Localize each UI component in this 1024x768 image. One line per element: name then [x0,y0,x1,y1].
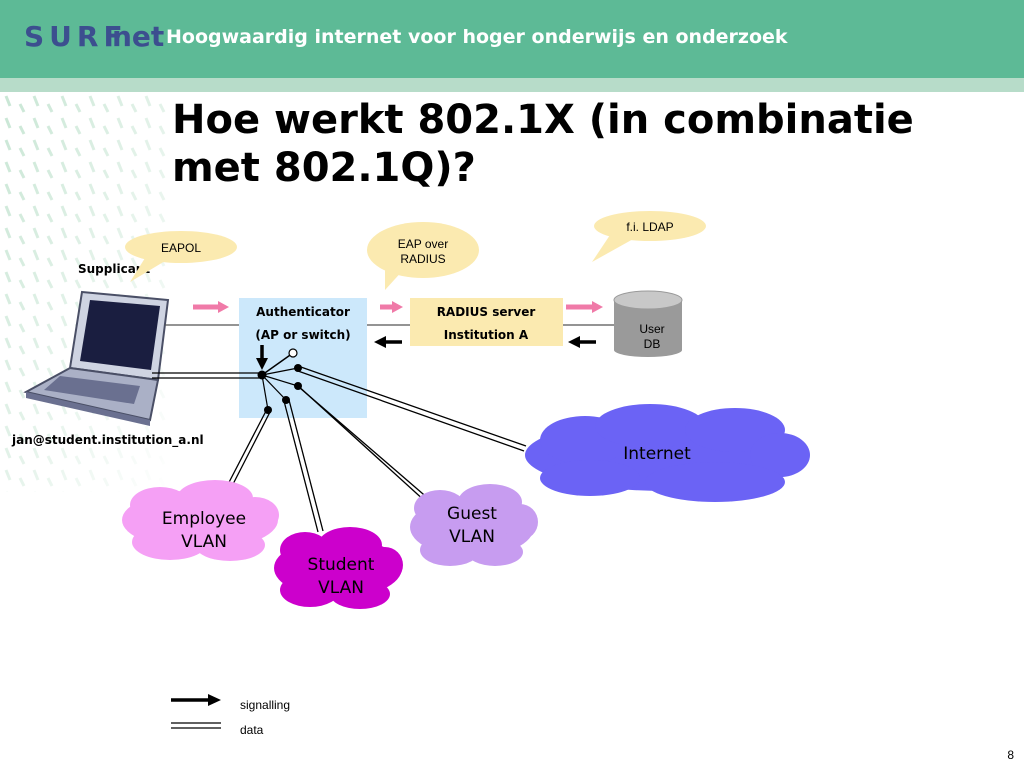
radius-server-sublabel: Institution A [444,328,529,342]
radius-server-box [410,298,563,346]
switch-arm-internet [261,367,299,376]
signal-arrow-down [256,345,268,370]
switch-node-student [282,396,290,404]
student-vlan-cloud [274,527,403,609]
switch-open-node [288,348,298,358]
switch-node-internet [294,364,302,372]
data-line-guest [295,383,431,503]
bubble-eapol [125,231,237,282]
bubble-eap-over-radius [367,222,479,290]
student-vlan-label-1: Student [308,555,375,575]
database-icon [613,290,683,357]
internet-label: Internet [623,444,691,464]
bubble-eap-radius-text-2: RADIUS [400,252,445,266]
signal-arrow-return-2 [568,336,596,348]
data-line-internet [297,365,527,452]
legend-signalling-arrow [171,694,221,706]
employee-vlan-cloud [122,480,279,561]
legend-signalling-label: signalling [240,698,290,712]
switch-arm-student [261,374,287,401]
header-tagline: Hoogwaardig internet voor hoger onderwij… [166,26,788,48]
guest-vlan-cloud [410,484,538,566]
switch-arm-guest [261,374,299,387]
signal-arrow-pink-2 [380,301,403,313]
user-db-sublabel: DB [644,337,661,351]
signal-arrow-pink-3 [566,301,603,313]
internet-cloud [525,404,810,502]
authenticator-label: Authenticator [256,305,350,319]
employee-vlan-label-1: Employee [162,509,246,529]
user-db-label: User [639,322,664,336]
switch-arm-employee [261,374,269,411]
legend-data-label: data [240,723,264,737]
switch-arm-open [261,352,294,376]
data-line-employee [224,410,271,491]
laptop-icon [23,290,170,426]
user-email: jan@student.institution_a.nl [11,433,204,448]
logo-net: net [112,20,165,53]
bubble-eapol-text: EAPOL [161,241,201,255]
guest-vlan-label-1: Guest [447,504,497,524]
radius-server-label: RADIUS server [437,305,536,319]
student-vlan-label-2: VLAN [318,578,364,598]
data-line-student [283,399,324,533]
employee-vlan-label-2: VLAN [181,532,227,552]
supplicant-label: Supplicant [78,262,150,276]
page-number: 8 [1007,748,1014,762]
bubble-eap-radius-text-1: EAP over [398,237,448,251]
slide-title: Hoe werkt 802.1X (in combinatie met 802.… [172,97,914,191]
authenticator-sublabel: (AP or switch) [255,328,350,342]
legend-data-line [171,722,221,729]
switch-hub-node [257,370,267,380]
guest-vlan-label-2: VLAN [449,527,495,547]
header-bar: SURF net Hoogwaardig internet voor hoger… [0,0,1024,92]
signal-arrow-return-1 [374,336,402,348]
bubble-ldap [592,211,706,262]
logo-surf: SURF [24,20,128,53]
signal-arrow-pink-1 [193,301,229,313]
bubble-ldap-text: f.i. LDAP [626,220,673,234]
